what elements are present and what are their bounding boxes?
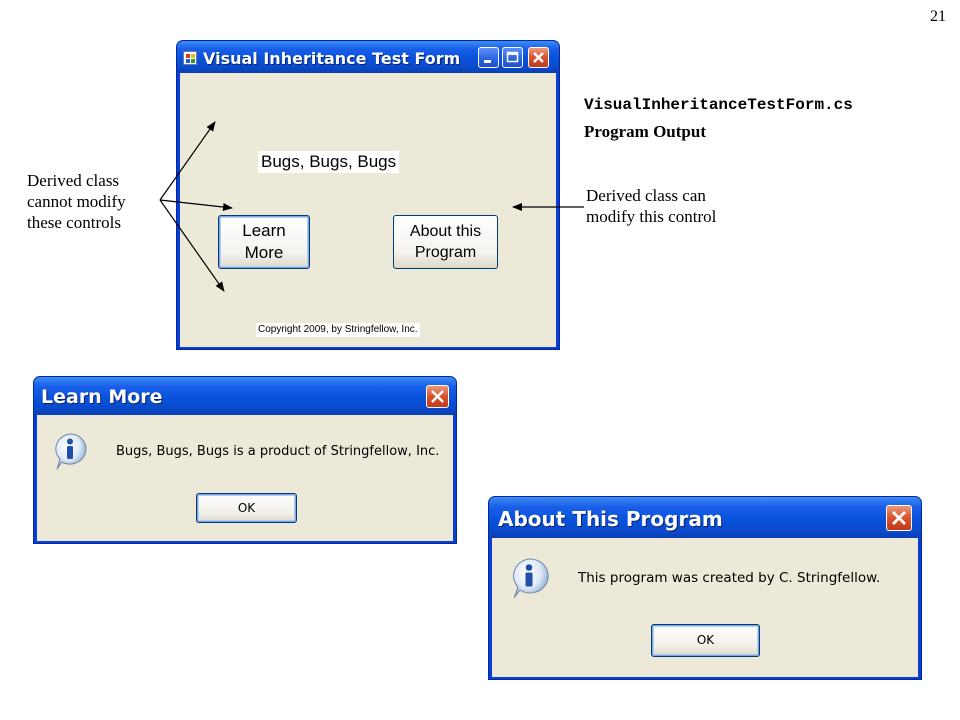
note-derived-cannot-modify: Derived class cannot modify these contro…	[27, 170, 162, 233]
learn-more-label-line: Learn	[242, 221, 286, 240]
learn-more-dialog-body: Bugs, Bugs, Bugs is a product of Stringf…	[37, 415, 453, 541]
main-form-window: Visual Inheritance Test Form Bugs, Bugs,…	[176, 40, 560, 350]
output-subtitle: Program Output	[584, 122, 706, 141]
learn-more-dialog: Learn More Bugs, Bugs, Bugs is a product…	[33, 376, 457, 544]
about-label-line: Program	[414, 244, 477, 261]
main-form-client-area: Bugs, Bugs, Bugs Learn More About this P…	[180, 73, 556, 347]
note-line: modify this control	[586, 207, 717, 226]
main-form-titlebar[interactable]: Visual Inheritance Test Form	[177, 41, 559, 73]
note-line: Derived class	[27, 171, 120, 190]
close-button[interactable]	[528, 47, 549, 68]
about-program-titlebar[interactable]: About This Program	[489, 497, 921, 538]
ok-button[interactable]: OK	[651, 624, 760, 657]
arrow-to-learn-more-button	[159, 199, 233, 211]
info-icon	[513, 558, 549, 599]
dialog-message: Bugs, Bugs, Bugs is a product of Stringf…	[116, 444, 440, 459]
note-derived-can-modify: Derived class can modify this control	[586, 185, 786, 227]
arrow-to-title-label	[159, 121, 216, 201]
minimize-icon	[484, 60, 491, 63]
note-line: these controls	[27, 213, 121, 232]
note-line: Derived class can	[586, 186, 706, 205]
learn-more-label-line: More	[244, 243, 284, 262]
slide-page-number: 21	[930, 8, 946, 25]
learn-more-titlebar[interactable]: Learn More	[34, 377, 456, 415]
note-line: cannot modify	[27, 192, 126, 211]
learn-more-button[interactable]: Learn More	[218, 215, 310, 269]
about-label-line: About this	[409, 223, 482, 240]
close-icon	[892, 511, 906, 525]
dialog-message: This program was created by C. Stringfel…	[578, 570, 881, 586]
maximize-button[interactable]	[502, 47, 523, 68]
about-program-dialog: About This Program This program was crea…	[488, 496, 922, 680]
copyright-label: Copyright 2009, by Stringfellow, Inc.	[256, 323, 420, 337]
close-icon	[533, 52, 544, 63]
about-program-button[interactable]: About this Program	[393, 215, 498, 269]
source-filename: VisualInheritanceTestForm.cs	[584, 96, 853, 114]
ok-button[interactable]: OK	[196, 493, 297, 523]
close-button[interactable]	[886, 505, 912, 531]
about-program-dialog-body: This program was created by C. Stringfel…	[492, 538, 918, 677]
close-button[interactable]	[426, 385, 449, 408]
dialog-title: Learn More	[41, 386, 163, 408]
close-icon	[431, 390, 444, 403]
window-title: Visual Inheritance Test Form	[203, 49, 461, 68]
maximize-icon	[506, 51, 519, 63]
title-label: Bugs, Bugs, Bugs	[258, 151, 400, 173]
arrow-to-copyright-label	[159, 199, 225, 292]
minimize-button[interactable]	[478, 47, 499, 68]
dialog-title: About This Program	[498, 507, 723, 531]
info-icon	[55, 433, 87, 470]
form-app-icon[interactable]	[183, 51, 197, 65]
